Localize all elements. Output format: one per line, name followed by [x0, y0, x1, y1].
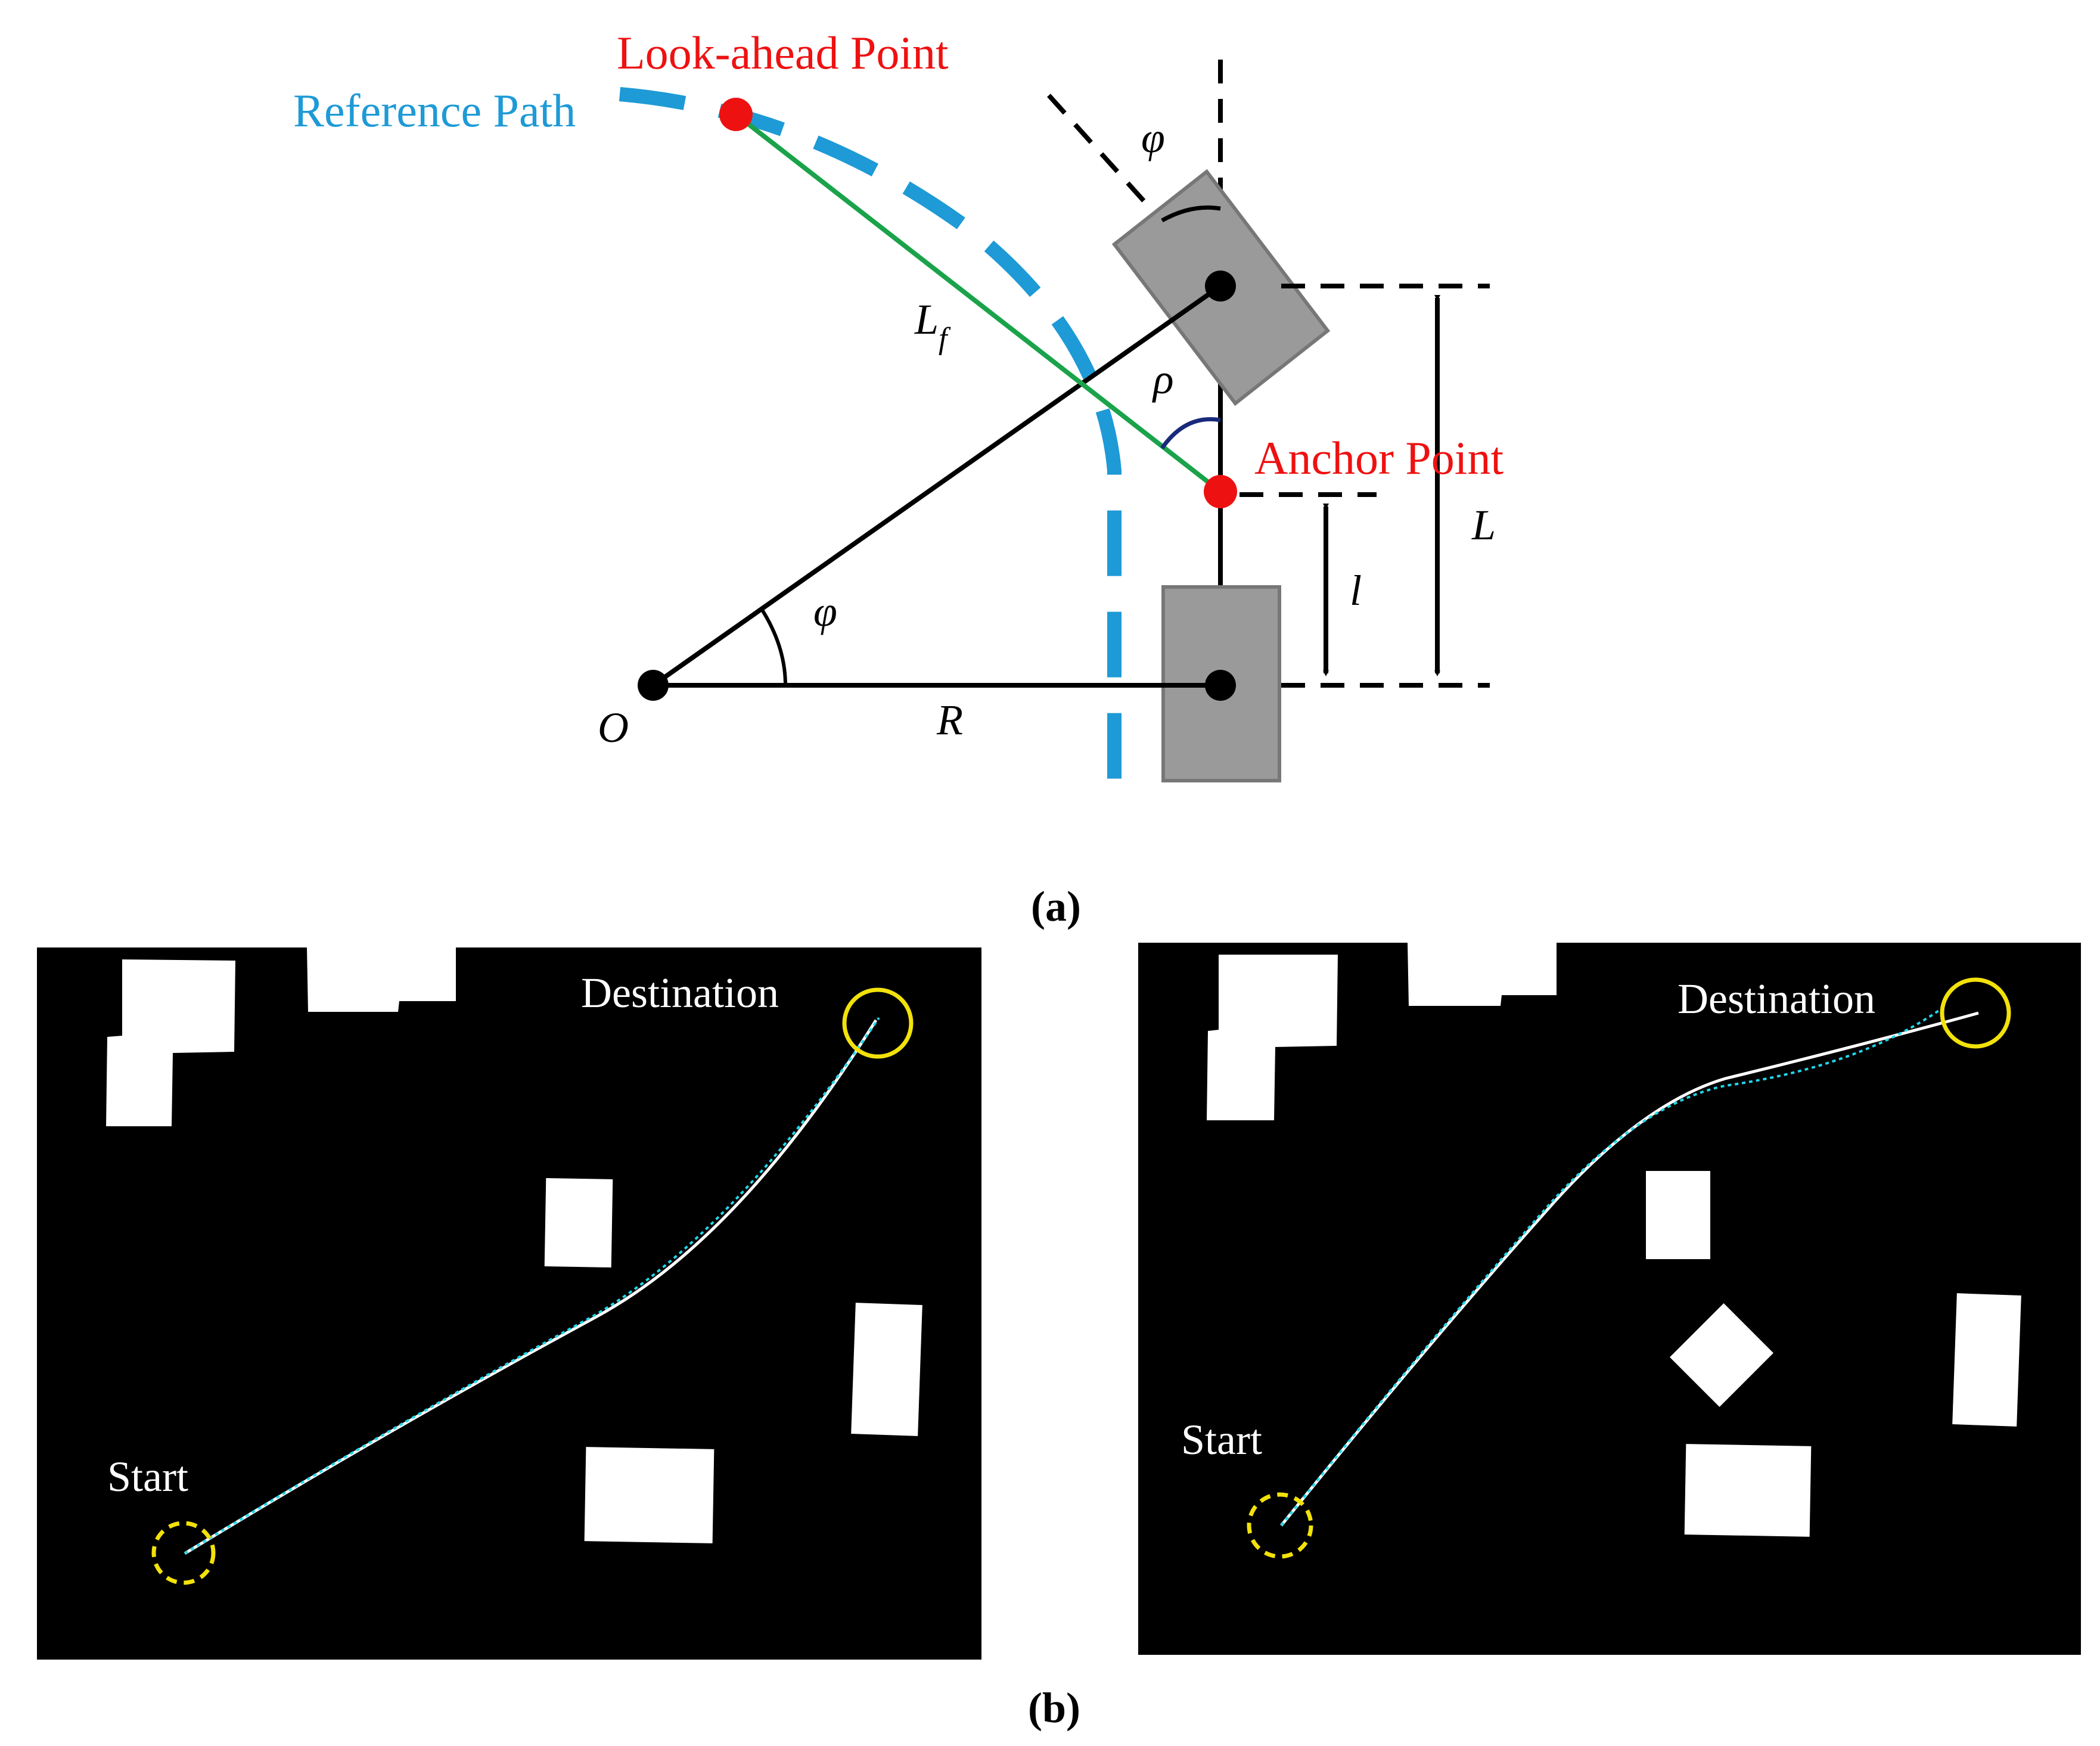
start-label: Start: [107, 1453, 188, 1500]
obstacle: [584, 1447, 715, 1543]
caption-a: (a): [1031, 883, 1081, 930]
start-marker: [151, 1521, 216, 1585]
obstacle: [1670, 1303, 1773, 1407]
start-label: Start: [1181, 1416, 1262, 1464]
obstacle: [1408, 943, 1557, 1006]
anchor-point: [1204, 475, 1237, 508]
planned-path: [184, 1019, 878, 1555]
front-axle-point: [1205, 271, 1236, 302]
origin-label: O: [598, 704, 629, 751]
caption-b: (b): [1028, 1684, 1080, 1732]
small-l-label: l: [1350, 567, 1362, 614]
obstacle: [1646, 1171, 1710, 1259]
phi-angle-arc-top: [1161, 205, 1221, 223]
reference-trajectory: [1280, 1006, 1945, 1527]
map-left-background: [37, 947, 981, 1660]
obstacle: [1207, 955, 1338, 1120]
start-marker: [1247, 1492, 1313, 1559]
obstacle: [106, 959, 235, 1126]
destination-marker: [842, 987, 914, 1059]
rho-label: ρ: [1152, 355, 1174, 403]
origin-front-line: [651, 284, 1222, 688]
anchor-point-label: Anchor Point: [1254, 432, 1503, 484]
radius-label: R: [936, 696, 963, 744]
look-ahead-point-label: Look-ahead Point: [617, 27, 949, 79]
rear-axle-point: [1205, 670, 1236, 701]
map-right: Start Destination: [1138, 943, 2081, 1655]
destination-label: Destination: [581, 969, 779, 1017]
origin-point: [638, 670, 669, 701]
reference-trajectory: [184, 1017, 880, 1555]
map-left: Start Destination: [37, 947, 981, 1660]
big-L-label: L: [1471, 501, 1496, 549]
obstacle: [1952, 1293, 2021, 1427]
obstacle: [544, 1178, 613, 1267]
phi-top-label: φ: [1141, 114, 1165, 161]
phi-angle-arc-bottom: [760, 608, 787, 686]
obstacle: [1684, 1444, 1812, 1537]
rho-angle-arc: [1160, 417, 1221, 450]
destination-label: Destination: [1677, 975, 1875, 1023]
look-ahead-point: [719, 98, 753, 131]
obstacle: [851, 1303, 922, 1436]
obstacle: [307, 947, 456, 1012]
reference-path-label: Reference Path: [293, 85, 576, 136]
panel-a: Look-ahead Point Reference Path Anchor P…: [293, 27, 1503, 930]
map-right-background: [1138, 943, 2081, 1655]
lookahead-distance-label: Lf: [914, 296, 951, 356]
destination-marker: [1940, 977, 2011, 1049]
lookahead-line: [734, 112, 1222, 494]
reference-path-arc: [619, 87, 1122, 799]
phi-bottom-label: φ: [813, 588, 837, 635]
